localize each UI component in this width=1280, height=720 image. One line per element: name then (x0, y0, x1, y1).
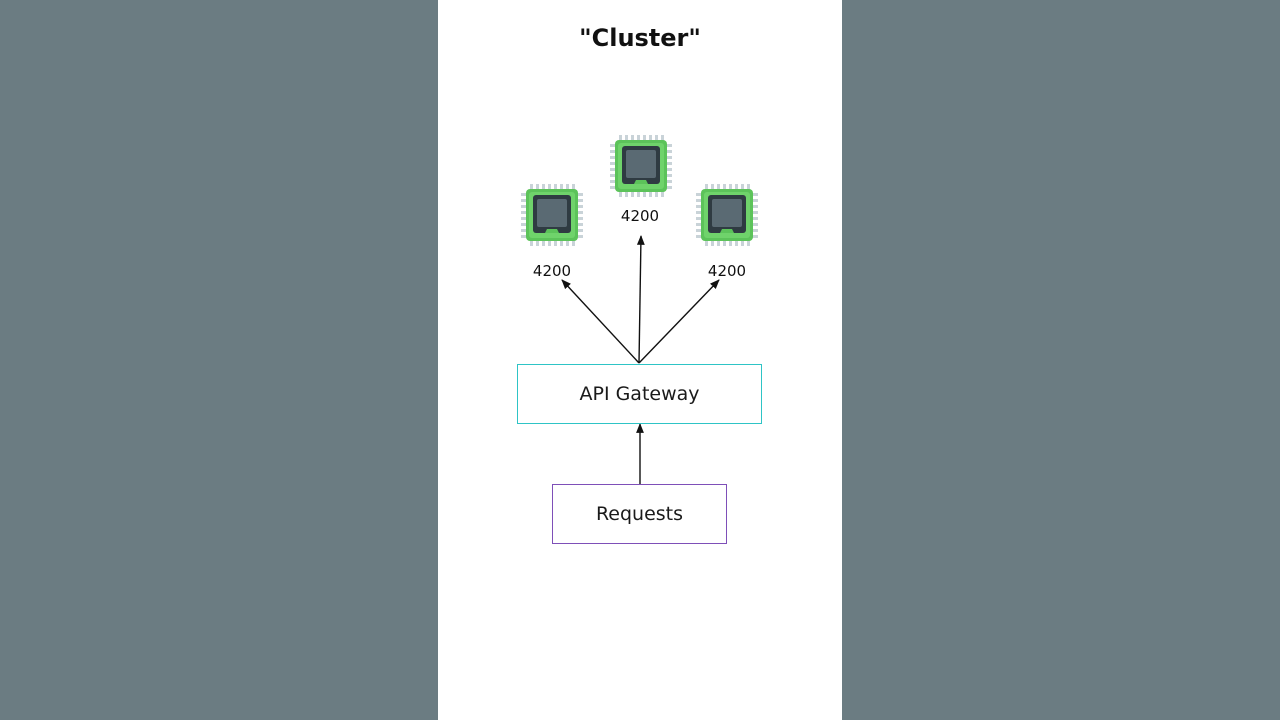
api-gateway-label: API Gateway (579, 383, 700, 405)
connector-arrows (561, 235, 720, 484)
diagram-panel: "Cluster" (438, 0, 842, 720)
diagram-title: "Cluster" (579, 24, 701, 52)
server-center-port-label: 4200 (620, 207, 660, 225)
cpu-chip-icon (610, 135, 672, 197)
cpu-chip-icon (521, 184, 583, 246)
arrow-gateway-to-left-server (561, 279, 640, 364)
requests-label: Requests (595, 503, 684, 525)
arrow-gateway-to-right-server (638, 279, 720, 364)
arrow-gateway-to-center-server (636, 235, 645, 364)
requests-box: Requests (552, 484, 727, 544)
cpu-chip-icon (696, 184, 758, 246)
server-right-port-label: 4200 (707, 262, 747, 280)
server-left-port-label: 4200 (532, 262, 572, 280)
api-gateway-box: API Gateway (517, 364, 762, 424)
